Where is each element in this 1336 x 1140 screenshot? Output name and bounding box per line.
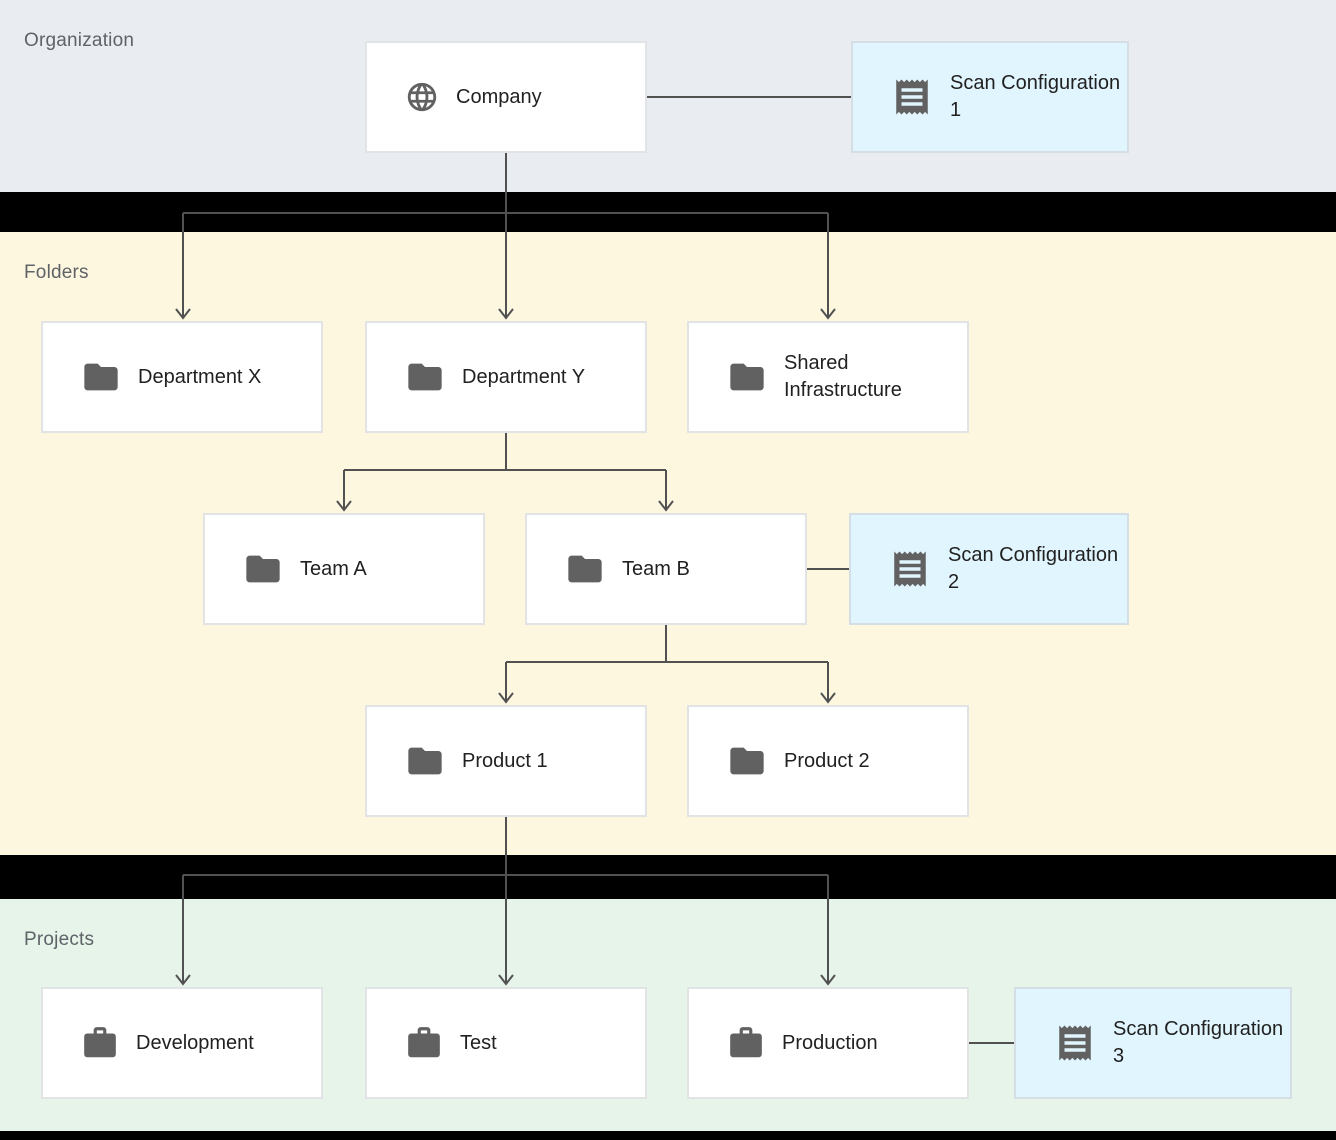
node-department-y: Department Y — [365, 321, 647, 433]
receipt-icon — [889, 546, 931, 592]
node-scan-configuration-1: Scan Configuration 1 — [851, 41, 1129, 153]
node-product-1: Product 1 — [365, 705, 647, 817]
node-label: Development — [136, 1031, 254, 1054]
node-scan-configuration-3: Scan Configuration 3 — [1014, 987, 1292, 1099]
section-label-folders: Folders — [24, 262, 89, 283]
node-product-2: Product 2 — [687, 705, 969, 817]
node-label: Department Y — [462, 365, 586, 388]
node-company: Company — [365, 41, 647, 153]
briefcase-icon — [727, 1024, 765, 1062]
node-label: Department X — [138, 365, 262, 388]
folder-icon — [81, 357, 121, 397]
folder-icon — [727, 357, 767, 397]
node-production: Production — [687, 987, 969, 1099]
folder-icon — [727, 741, 767, 781]
node-label: Scan Configuration 1 — [950, 72, 1121, 121]
node-label: Production — [782, 1031, 878, 1054]
node-development: Development — [41, 987, 323, 1099]
node-label: Shared Infrastructure — [784, 352, 902, 401]
folder-icon — [565, 549, 605, 589]
node-label: Team A — [300, 557, 367, 580]
node-label: Company — [456, 85, 542, 108]
section-organization: Organization — [0, 0, 1336, 192]
section-label-organization: Organization — [24, 30, 135, 51]
node-test: Test — [365, 987, 647, 1099]
folder-icon — [405, 741, 445, 781]
node-scan-configuration-2: Scan Configuration 2 — [849, 513, 1129, 625]
briefcase-icon — [405, 1024, 443, 1062]
node-team-b: Team B — [525, 513, 807, 625]
globe-icon — [405, 80, 439, 114]
receipt-icon — [1054, 1020, 1096, 1066]
folder-icon — [405, 357, 445, 397]
node-label: Product 1 — [462, 749, 548, 772]
node-label: Test — [460, 1031, 497, 1054]
node-label: Scan Configuration 3 — [1113, 1018, 1284, 1067]
node-department-x: Department X — [41, 321, 323, 433]
briefcase-icon — [81, 1024, 119, 1062]
folder-icon — [243, 549, 283, 589]
receipt-icon — [891, 74, 933, 120]
node-label: Product 2 — [784, 749, 870, 772]
section-label-projects: Projects — [24, 929, 95, 950]
node-shared-infrastructure: Shared Infrastructure — [687, 321, 969, 433]
node-label: Team B — [622, 557, 690, 580]
node-team-a: Team A — [203, 513, 485, 625]
node-label: Scan Configuration 2 — [948, 544, 1119, 593]
